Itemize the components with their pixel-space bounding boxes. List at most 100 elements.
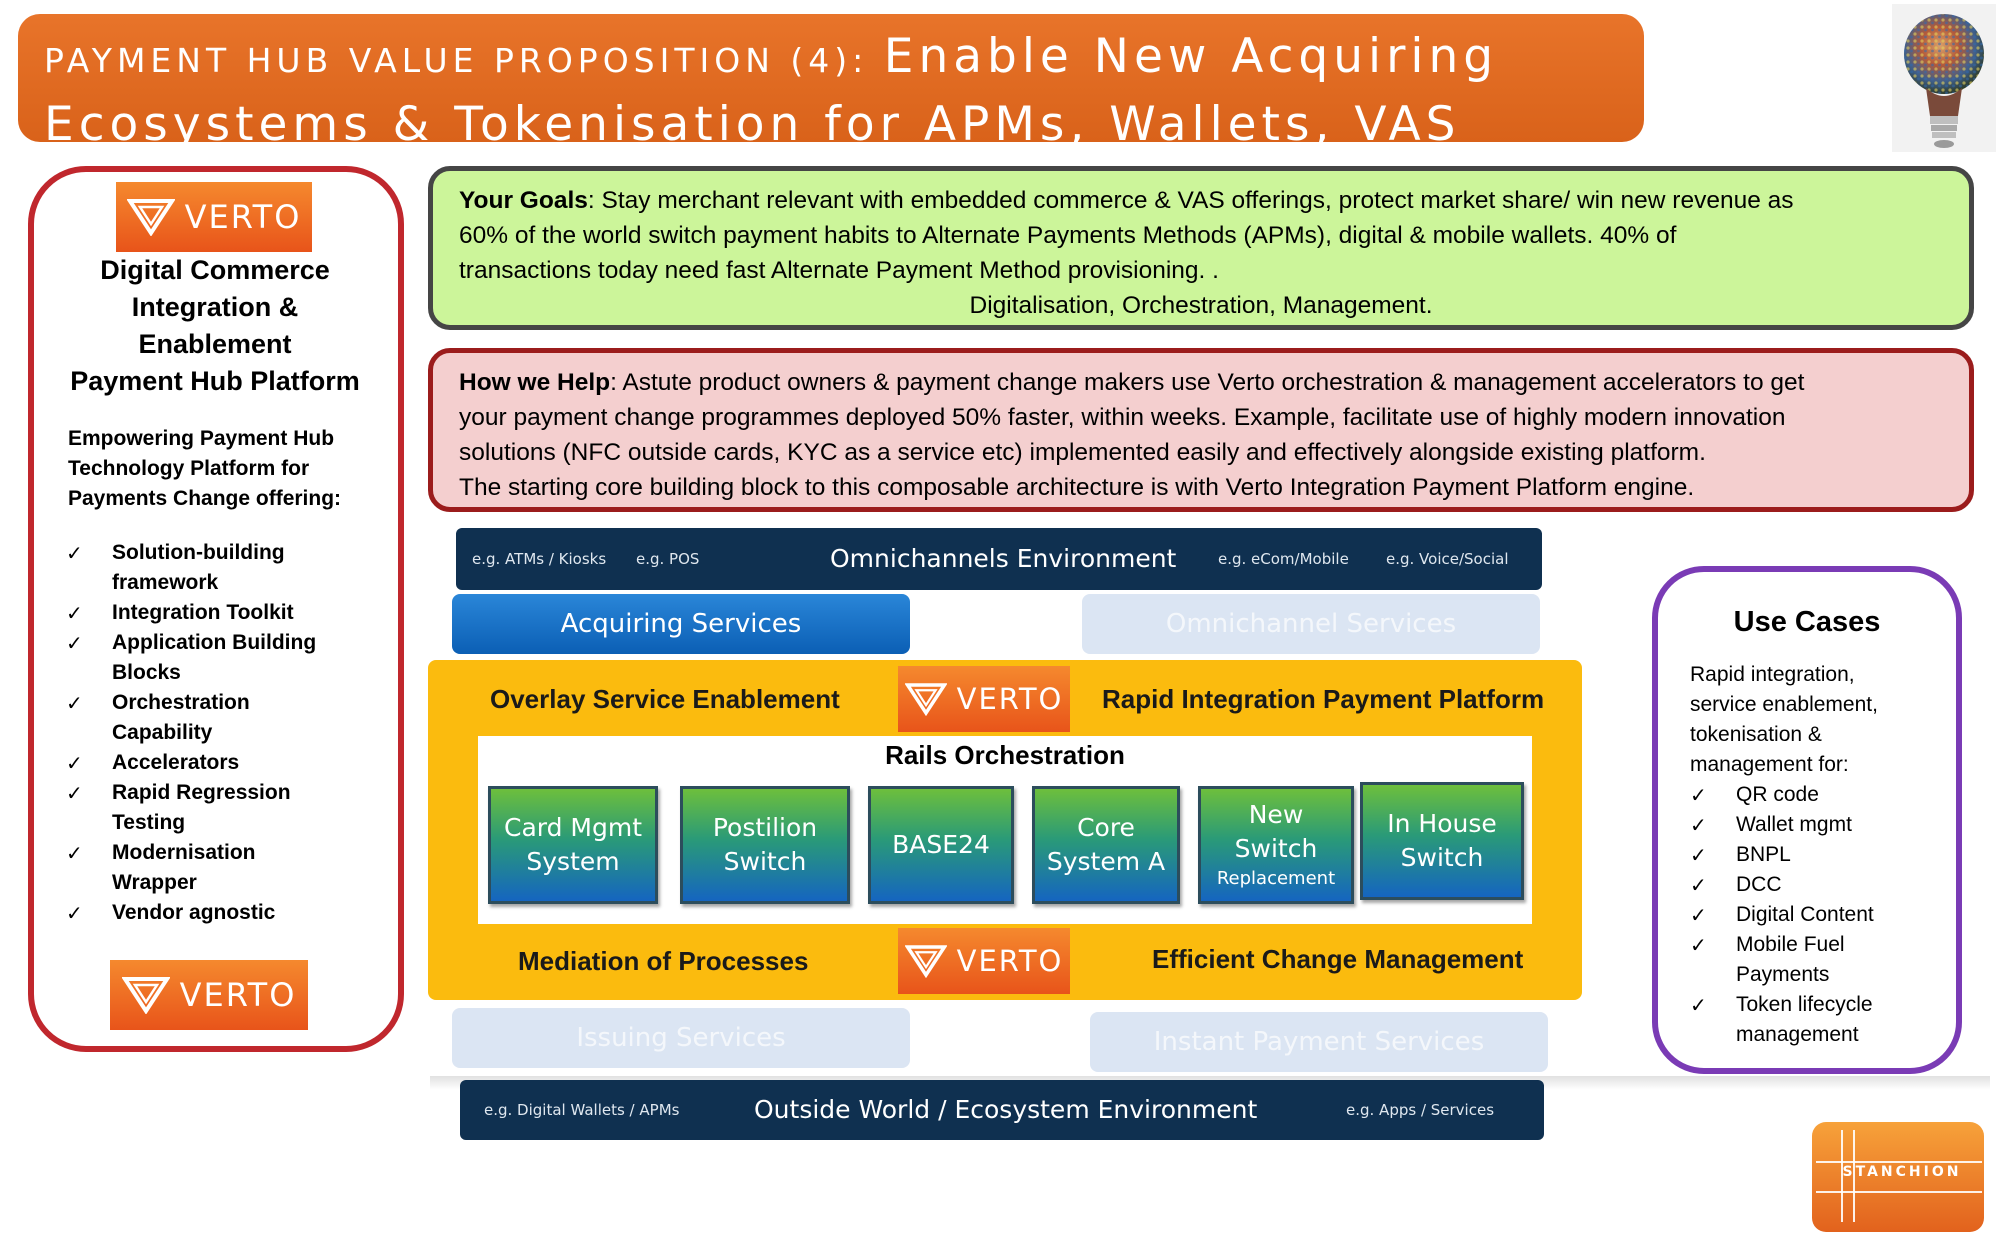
system-label: Switch bbox=[1400, 843, 1484, 872]
system-new-switch: New Switch Replacement bbox=[1198, 786, 1354, 904]
list-item-text: Application Building bbox=[112, 631, 317, 654]
system-postilion-switch: Postilion Switch bbox=[680, 786, 850, 904]
capability-list: ✓ Solution-building framework ✓ Integrati… bbox=[66, 538, 396, 928]
system-label: Switch bbox=[723, 847, 807, 876]
env-example: e.g. POS bbox=[636, 550, 700, 568]
verto-logo-text: VERTO bbox=[179, 976, 297, 1014]
list-item-text: Vendor agnostic bbox=[112, 901, 276, 924]
goals-box: Your Goals: Stay merchant relevant with … bbox=[428, 166, 1974, 330]
title-banner: PAYMENT HUB VALUE PROPOSITION (4): Enabl… bbox=[18, 14, 1644, 210]
verto-logo: VERTO bbox=[898, 666, 1070, 732]
mediation-label: Mediation of Processes bbox=[518, 946, 809, 976]
checkmark-icon: ✓ bbox=[66, 631, 83, 655]
list-item-text: BNPL bbox=[1736, 843, 1791, 866]
checkmark-icon: ✓ bbox=[1690, 843, 1707, 867]
checkmark-icon: ✓ bbox=[66, 691, 83, 715]
list-item: ✓ Integration Toolkit bbox=[66, 598, 396, 628]
verto-logo-text: VERTO bbox=[956, 944, 1064, 978]
list-item-text: Wrapper bbox=[112, 871, 197, 894]
list-item-text: Modernisation bbox=[112, 841, 256, 864]
list-item-text: Capability bbox=[112, 721, 213, 744]
env-title: Outside World / Ecosystem Environment bbox=[754, 1095, 1258, 1124]
env-example: e.g. Digital Wallets / APMs bbox=[484, 1101, 680, 1119]
list-item: ✓ QR code bbox=[1690, 780, 1950, 810]
system-label: Card Mgmt bbox=[503, 813, 643, 842]
lightbulb-icon bbox=[1892, 4, 1996, 152]
platform-panel bbox=[28, 166, 404, 1052]
system-label: New bbox=[1248, 800, 1304, 829]
checkmark-icon: ✓ bbox=[1690, 933, 1707, 957]
stanchion-logo: STANCHION bbox=[1812, 1122, 1984, 1232]
use-cases-intro-line: service enablement, bbox=[1690, 693, 1878, 716]
acquiring-services: Acquiring Services bbox=[452, 594, 910, 654]
verto-logo: VERTO bbox=[116, 182, 312, 252]
help-text: : Astute product owners & payment change… bbox=[610, 369, 1805, 396]
system-label: Core bbox=[1077, 813, 1135, 842]
checkmark-icon: ✓ bbox=[66, 781, 83, 805]
list-item-text: QR code bbox=[1736, 783, 1819, 806]
instant-payment-services: Instant Payment Services bbox=[1090, 1012, 1548, 1072]
omnichannels-environment-bar: e.g. ATMs / Kiosks e.g. POS Omnichannels… bbox=[456, 528, 1542, 590]
stanchion-logo-text: STANCHION bbox=[1842, 1164, 1962, 1180]
verto-v-icon bbox=[904, 683, 947, 716]
omnichannel-services: Omnichannel Services bbox=[1082, 594, 1540, 654]
list-item-text: Accelerators bbox=[112, 751, 240, 774]
list-item-text: Payments bbox=[1736, 963, 1830, 986]
checkmark-icon: ✓ bbox=[66, 751, 83, 775]
list-item-text: Token lifecycle bbox=[1736, 993, 1873, 1016]
goals-line: transactions today need fast Alternate P… bbox=[459, 257, 1219, 284]
env-example: e.g. eCom/Mobile bbox=[1218, 550, 1349, 568]
system-core-system-a: Core System A bbox=[1032, 786, 1180, 904]
use-cases-title: Use Cases bbox=[1733, 606, 1881, 638]
help-line: your payment change programmes deployed … bbox=[459, 404, 1786, 431]
list-item-text: framework bbox=[112, 571, 219, 594]
system-label: Switch bbox=[1234, 834, 1318, 863]
verto-v-icon bbox=[121, 977, 170, 1014]
list-item-text: Solution-building bbox=[112, 541, 285, 564]
checkmark-icon: ✓ bbox=[1690, 993, 1707, 1017]
title-prefix: PAYMENT HUB VALUE PROPOSITION (4): bbox=[44, 41, 884, 80]
goals-center-line: Digitalisation, Orchestration, Managemen… bbox=[969, 292, 1433, 319]
efficient-change-label: Efficient Change Management bbox=[1152, 944, 1524, 974]
system-label-small: Replacement bbox=[1216, 868, 1336, 889]
checkmark-icon: ✓ bbox=[66, 901, 83, 925]
verto-v-icon bbox=[126, 199, 175, 236]
verto-logo-text: VERTO bbox=[956, 682, 1064, 716]
title-main: Enable New Acquiring bbox=[883, 29, 1499, 84]
list-item: ✓ Wallet mgmt bbox=[1690, 810, 1950, 840]
rails-orchestration-title: Rails Orchestration bbox=[885, 740, 1125, 770]
list-item-text: Blocks bbox=[112, 661, 181, 684]
list-item: ✓ Token lifecycle management bbox=[1690, 990, 1950, 1050]
list-item-text: management bbox=[1736, 1023, 1859, 1046]
verto-logo: VERTO bbox=[110, 960, 308, 1030]
system-label: System A bbox=[1046, 847, 1166, 876]
goals-text: : Stay merchant relevant with embedded c… bbox=[587, 187, 1794, 214]
help-line: The starting core building block to this… bbox=[459, 474, 1695, 501]
list-item: ✓ Digital Content bbox=[1690, 900, 1950, 930]
env-example: e.g. Voice/Social bbox=[1386, 550, 1509, 568]
stanchion-mark-icon bbox=[1816, 1130, 1982, 1222]
list-item-text: Rapid Regression bbox=[112, 781, 291, 804]
help-lead: How we Help bbox=[459, 369, 611, 396]
platform-subtitle: Empowering Payment Hub Technology Platfo… bbox=[68, 424, 388, 514]
checkmark-icon: ✓ bbox=[1690, 903, 1707, 927]
system-label: BASE24 bbox=[892, 830, 990, 859]
use-cases-intro-line: tokenisation & bbox=[1690, 723, 1822, 746]
list-item: ✓ Vendor agnostic bbox=[66, 898, 396, 928]
list-item-text: Integration Toolkit bbox=[112, 601, 294, 624]
platform-subtitle-line: Technology Platform for bbox=[68, 457, 310, 480]
platform-subtitle-line: Empowering Payment Hub bbox=[68, 427, 335, 450]
env-example: e.g. ATMs / Kiosks bbox=[472, 550, 607, 568]
system-label: System bbox=[526, 847, 620, 876]
checkmark-icon: ✓ bbox=[1690, 873, 1707, 897]
help-line: How we Help: Astute product owners & pay… bbox=[459, 365, 1943, 400]
verto-logo: VERTO bbox=[898, 928, 1070, 994]
title-line-1: PAYMENT HUB VALUE PROPOSITION (4): Enabl… bbox=[44, 28, 1618, 96]
overlay-service-label: Overlay Service Enablement bbox=[490, 684, 840, 714]
platform-subtitle-line: Payments Change offering: bbox=[68, 487, 342, 510]
